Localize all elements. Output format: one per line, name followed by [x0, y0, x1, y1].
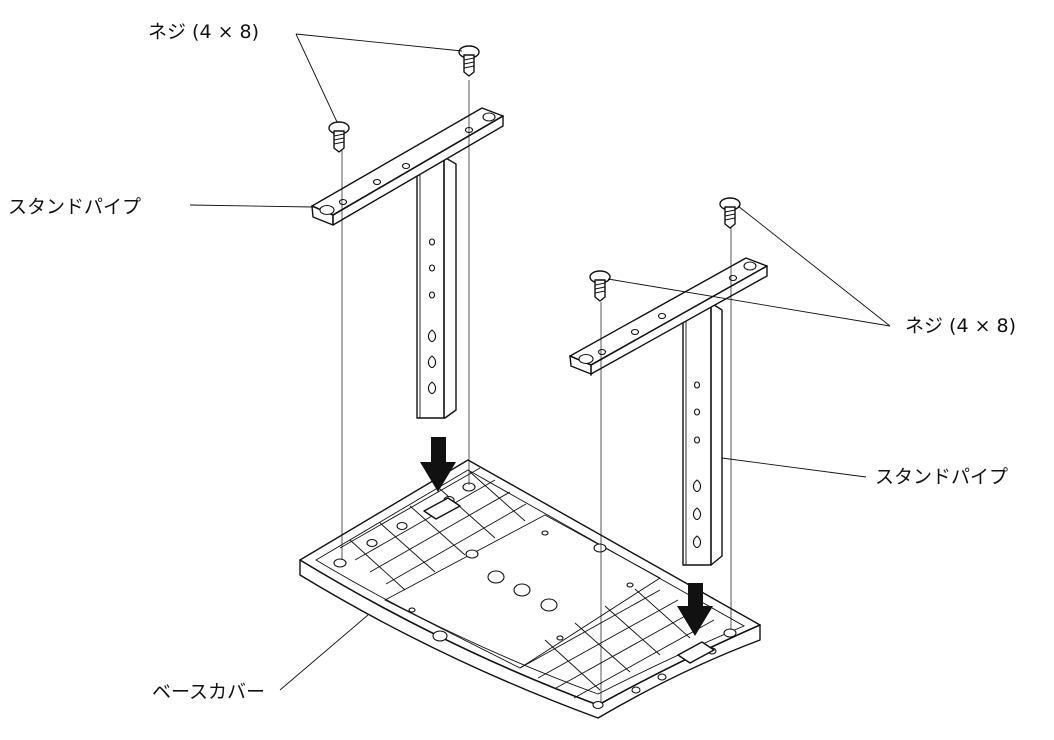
screw-icon: [328, 121, 350, 153]
base-cover-ribs-left: [339, 467, 527, 591]
screw-icon: [719, 197, 741, 229]
label-screw-right: ネジ (4 × 8): [905, 315, 1016, 337]
screw-icon: [589, 270, 611, 302]
label-stand-pipe-left: スタンドパイプ: [8, 196, 141, 218]
stand-pipe-left: [311, 107, 504, 419]
label-base-cover: ベースカバー: [152, 681, 265, 703]
leader-lines: [189, 33, 891, 691]
base-cover: [299, 459, 761, 719]
stand-pipe-right: [569, 257, 768, 566]
label-screw-top-left: ネジ (4 × 8): [148, 21, 259, 43]
base-cover-ribs-right: [519, 588, 715, 699]
insert-arrow-left: [420, 437, 456, 492]
label-stand-pipe-right: スタンドパイプ: [875, 466, 1008, 488]
insert-arrow-right: [677, 583, 713, 636]
assembly-guide-lines: [341, 80, 732, 703]
screw-icon: [458, 45, 480, 77]
